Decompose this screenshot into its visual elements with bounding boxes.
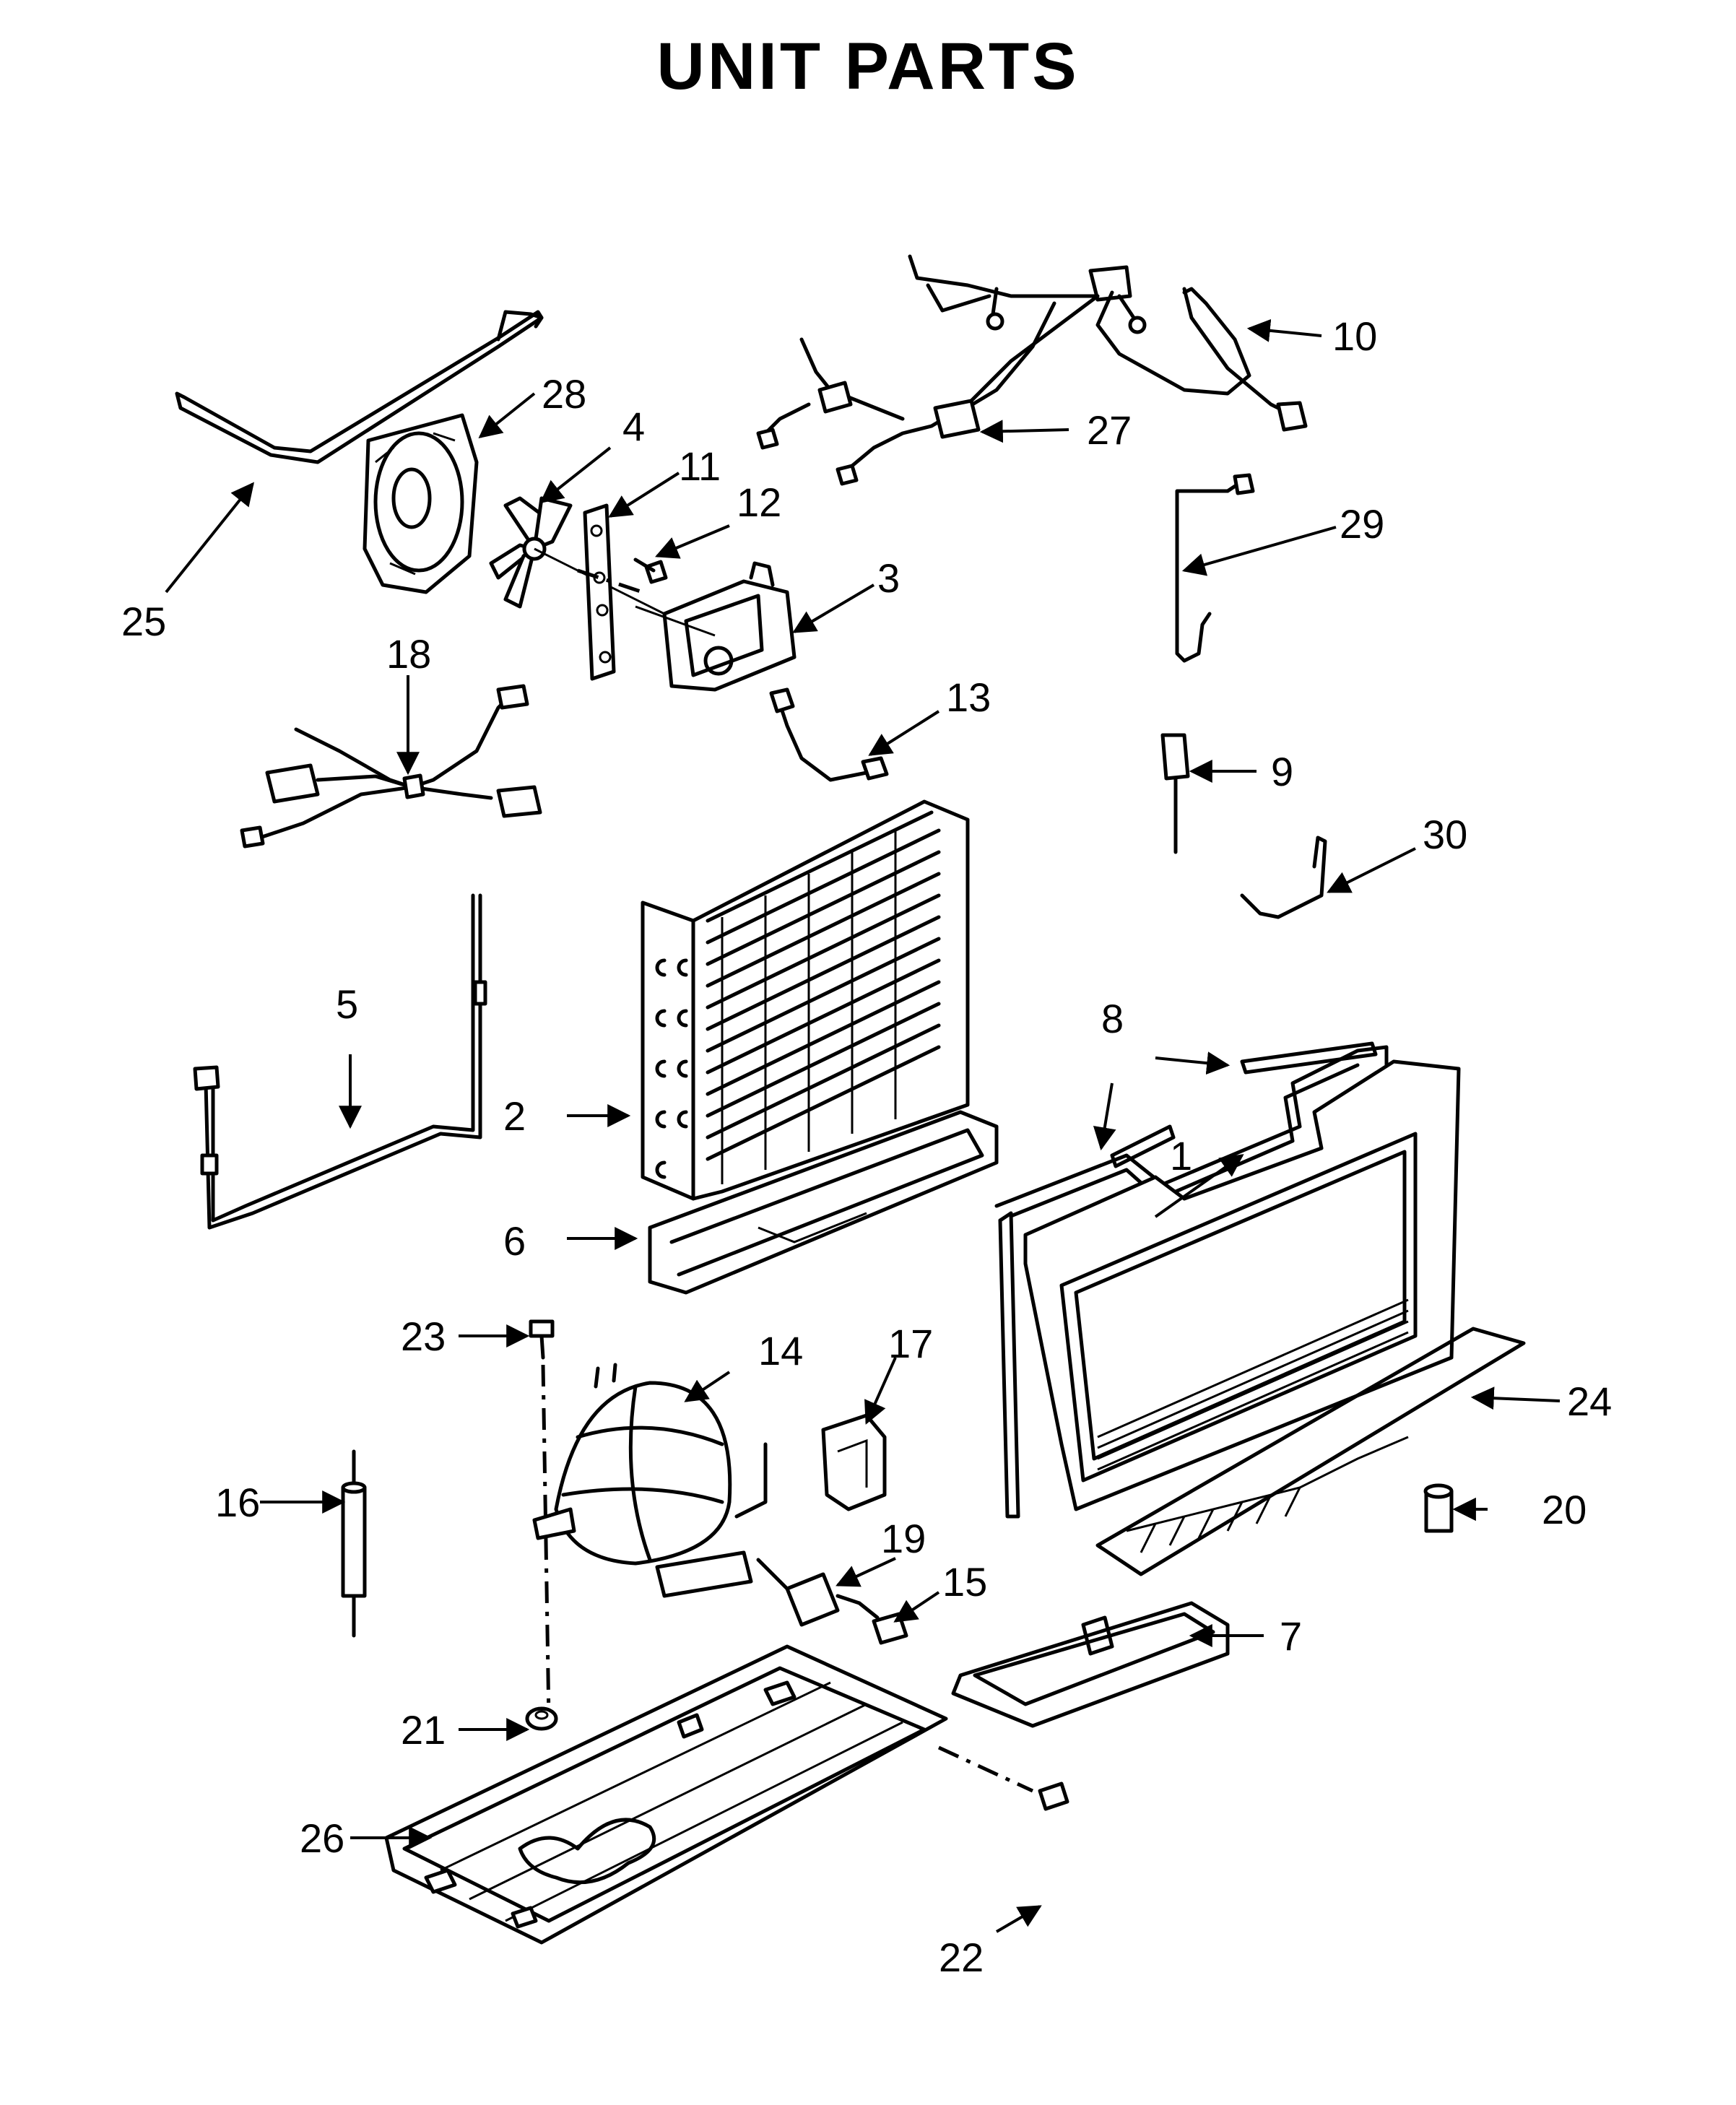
callout-14: 14 xyxy=(758,1328,803,1373)
callout-28: 28 xyxy=(542,371,586,417)
base-plate-part[interactable] xyxy=(384,1644,948,1945)
leader-arrows xyxy=(165,318,1561,1933)
callout-16: 16 xyxy=(215,1480,260,1525)
drain-pan-part[interactable] xyxy=(951,1601,1230,1728)
callout-labels: 1 2 3 4 5 6 7 8 9 10 11 12 13 14 15 16 1… xyxy=(121,313,1612,1980)
condenser-fan-shroud-part[interactable] xyxy=(994,1045,1461,1519)
callout-21: 21 xyxy=(401,1707,446,1753)
capacitor-part[interactable] xyxy=(1423,1483,1454,1533)
drain-trough-part[interactable] xyxy=(648,1110,999,1295)
shoulder-screw-part[interactable] xyxy=(529,1319,555,1719)
compressor-part[interactable] xyxy=(532,1363,768,1598)
callout-15: 15 xyxy=(942,1559,987,1605)
callout-24: 24 xyxy=(1567,1379,1612,1424)
clip-part[interactable] xyxy=(1240,836,1327,919)
grommet-part[interactable] xyxy=(525,1706,558,1731)
wire-rod-part[interactable] xyxy=(175,310,544,464)
callout-12: 12 xyxy=(737,479,781,525)
page-title: UNIT PARTS xyxy=(656,30,1080,103)
callout-22: 22 xyxy=(939,1935,984,1980)
callout-2: 2 xyxy=(503,1093,526,1139)
callout-13: 13 xyxy=(946,674,991,720)
relay-part[interactable] xyxy=(756,1558,880,1627)
callout-10: 10 xyxy=(1332,313,1377,359)
main-harness-part[interactable] xyxy=(756,294,1100,486)
callout-25: 25 xyxy=(121,599,166,644)
condenser-part[interactable] xyxy=(641,799,970,1201)
callout-17: 17 xyxy=(888,1321,933,1366)
callout-19: 19 xyxy=(881,1516,926,1561)
callout-4: 4 xyxy=(622,404,645,449)
callout-20: 20 xyxy=(1542,1487,1587,1532)
callout-27: 27 xyxy=(1087,407,1132,453)
callout-5: 5 xyxy=(336,981,358,1027)
bolt-part[interactable] xyxy=(937,1745,1069,1811)
callout-11: 11 xyxy=(679,443,721,489)
callout-3: 3 xyxy=(877,555,900,601)
callout-23: 23 xyxy=(401,1314,446,1359)
callout-26: 26 xyxy=(300,1815,344,1861)
callout-30: 30 xyxy=(1423,812,1467,857)
power-cord-harness-part[interactable] xyxy=(908,254,1308,432)
callout-8: 8 xyxy=(1101,996,1124,1041)
callout-1: 1 xyxy=(1170,1133,1192,1179)
callout-18: 18 xyxy=(386,631,431,677)
heater-wire-part[interactable] xyxy=(1175,473,1255,663)
drier-part[interactable] xyxy=(341,1449,367,1638)
thermistor-part[interactable] xyxy=(1160,733,1190,854)
condenser-fan-motor-part[interactable] xyxy=(635,561,797,692)
fan-shroud-part[interactable] xyxy=(363,413,479,594)
callout-6: 6 xyxy=(503,1218,526,1264)
callout-7: 7 xyxy=(1280,1613,1302,1659)
fan-blade-part[interactable] xyxy=(489,496,665,615)
tube-part[interactable] xyxy=(193,893,487,1230)
wire-harness-part[interactable] xyxy=(240,684,542,848)
motor-harness-part[interactable] xyxy=(769,687,889,782)
relay-cover-part[interactable] xyxy=(821,1413,887,1511)
callout-29: 29 xyxy=(1340,501,1384,547)
screw-part[interactable] xyxy=(633,557,668,584)
grille-plate-part[interactable] xyxy=(1095,1327,1526,1576)
motor-bracket-part[interactable] xyxy=(577,503,643,681)
callout-9: 9 xyxy=(1271,749,1293,794)
